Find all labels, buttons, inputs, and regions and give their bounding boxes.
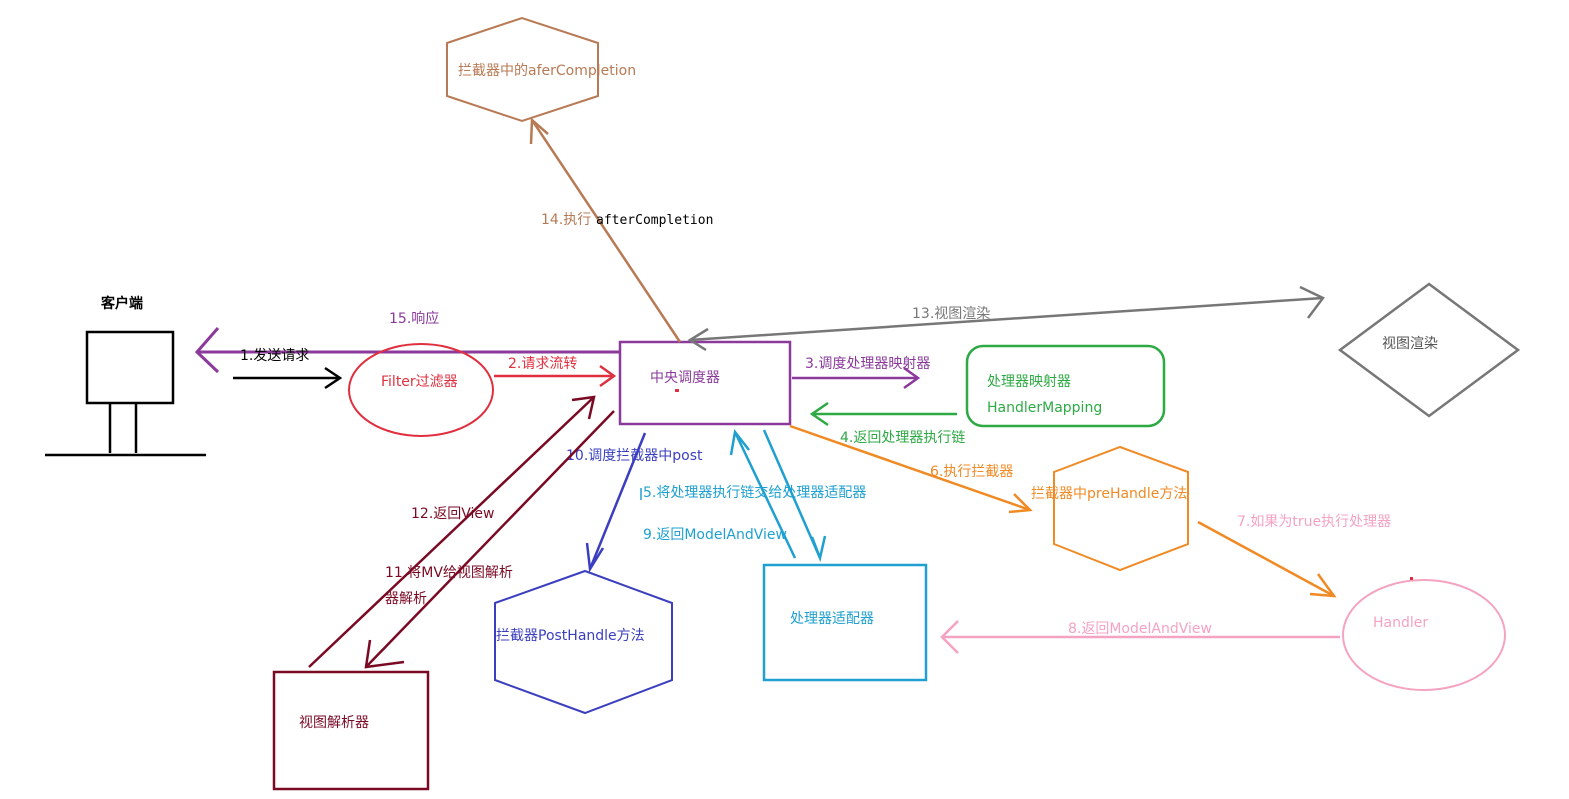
edge-8-return-mav: 8.返回ModelAndView: [940, 620, 1340, 654]
handler-mapping-label-1: 处理器映射器: [987, 374, 1071, 390]
edge-14-after-completion: 14.执行 afterCompletion: [529, 117, 713, 343]
edge-11-label-1: 11.将MV给视图解析: [385, 565, 513, 581]
posthandle-label: 拦截器PostHandle方法: [496, 628, 645, 644]
posthandle-node: 拦截器PostHandle方法: [494, 569, 673, 715]
prehandle-node: 拦截器中preHandle方法: [1031, 445, 1189, 572]
client-label: 客户端: [100, 295, 143, 312]
edge-3-dispatch-mapping: 3.调度处理器映射器: [792, 356, 930, 390]
handler-mapping-label-2: HandlerMapping: [987, 400, 1102, 416]
edge-15-label: 15.响应: [389, 310, 439, 327]
edge-5-to-adapter: 5.将处理器执行链交给处理器适配器: [640, 429, 866, 563]
handler-node: Handler: [1342, 577, 1506, 691]
dispatcher-dot: [675, 389, 679, 392]
filter-label: Filter过滤器: [381, 374, 458, 390]
edge-13-label: 13.视图渲染: [912, 306, 990, 322]
edge-7-label: 7.如果为true执行处理器: [1237, 514, 1391, 530]
edge-1-label: 1.发送请求: [240, 348, 309, 364]
edge-1-send-request: 1.发送请求: [233, 348, 343, 390]
handler-adapter-node: 处理器适配器: [762, 563, 928, 682]
edge-11-to-resolver: 11.将MV给视图解析 器解析: [364, 410, 615, 669]
edge-12-label: 12.返回View: [411, 506, 495, 522]
edge-13-view-render: 13.视图渲染: [687, 285, 1325, 352]
edge-6-label: 6.执行拦截器: [930, 464, 1013, 480]
view-render-label: 视图渲染: [1382, 336, 1438, 352]
prehandle-label: 拦截器中preHandle方法: [1031, 486, 1187, 502]
edge-5-label: 5.将处理器执行链交给处理器适配器: [643, 484, 866, 501]
edge-4-return-chain: 4.返回处理器执行链: [809, 401, 965, 446]
handler-dot: [1410, 577, 1413, 580]
edge-10-dispatch-post: 10.调度拦截器中post: [566, 432, 703, 573]
edge-15-response: 15.响应: [194, 310, 620, 374]
dispatcher-node: 中央调度器: [618, 340, 792, 426]
edge-4-label: 4.返回处理器执行链: [840, 430, 965, 446]
handler-mapping-node: 处理器映射器 HandlerMapping: [965, 344, 1166, 428]
view-resolver-label: 视图解析器: [299, 715, 369, 731]
edge-6-execute-interceptor: 6.执行拦截器: [789, 424, 1033, 514]
edge-14-label-prefix: 14.执行: [541, 212, 591, 228]
filter-node: Filter过滤器: [348, 343, 494, 437]
edge-11-label-2: 器解析: [385, 591, 427, 607]
edge-3-label: 3.调度处理器映射器: [805, 356, 930, 372]
edge-2-label: 2.请求流转: [508, 356, 577, 372]
edge-9-label: 9.返回ModelAndView: [643, 527, 787, 543]
edge-14-label-suffix: afterCompletion: [596, 213, 713, 228]
edge-12-return-view: 12.返回View: [308, 395, 596, 668]
edge-10-label: 10.调度拦截器中post: [566, 448, 703, 464]
after-completion-label: 拦截器中的aferCompletion: [458, 63, 636, 79]
after-completion-node: 拦截器中的aferCompletion: [446, 16, 636, 123]
edge-8-label: 8.返回ModelAndView: [1068, 621, 1212, 637]
client-node: 客户端: [45, 295, 206, 457]
handler-label: Handler: [1373, 615, 1428, 631]
handler-adapter-label: 处理器适配器: [790, 611, 874, 627]
edge-9-return-mav: 9.返回ModelAndView: [643, 429, 797, 559]
view-render-node: 视图渲染: [1337, 282, 1521, 418]
view-resolver-node: 视图解析器: [272, 670, 430, 791]
client-monitor: [85, 330, 175, 405]
dispatcher-label: 中央调度器: [650, 370, 720, 386]
edge-7-execute-handler: 7.如果为true执行处理器: [1197, 514, 1391, 598]
edge-2-request-flow: 2.请求流转: [494, 356, 617, 388]
